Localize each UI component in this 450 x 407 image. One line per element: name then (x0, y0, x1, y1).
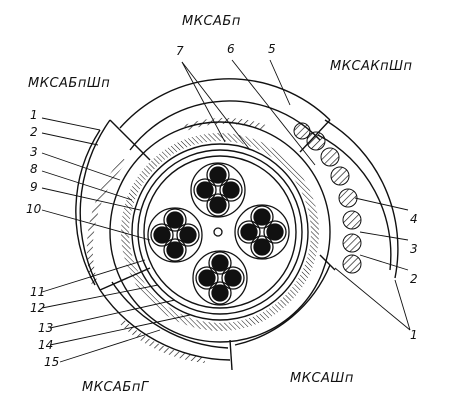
callout-3: 3 (30, 145, 38, 159)
callout-5: 5 (268, 42, 276, 56)
screen-ring (121, 133, 319, 331)
callout-7: 7 (176, 44, 184, 58)
callout-15: 15 (44, 355, 60, 369)
callout-11: 11 (30, 285, 46, 299)
inner-ring (137, 149, 303, 315)
callout-12: 12 (30, 301, 46, 315)
outer-arc-bottom-left (99, 281, 231, 361)
callout-2: 2 (30, 125, 38, 139)
quad-group (147, 162, 290, 306)
label-mksabp: МКСАБп (182, 14, 241, 29)
outer-arc-top (119, 78, 331, 151)
leader-lines (41, 59, 411, 363)
callout-14: 14 (38, 338, 54, 352)
callout-3-right: 3 (410, 242, 418, 256)
label-mksakpshp: МКСАКпШп (330, 59, 413, 74)
core-ring (143, 155, 297, 309)
callout-2-right: 2 (410, 272, 418, 286)
outer-sheath-ring (109, 121, 331, 343)
label-mksabpshp: МКСАБпШп (28, 76, 111, 91)
callout-1: 1 (30, 108, 38, 122)
callout-6: 6 (227, 42, 235, 56)
label-mksabpg: МКСАБпГ (82, 380, 149, 395)
callout-13: 13 (38, 321, 54, 335)
quad-bottom (192, 250, 248, 306)
outer-arc-right (317, 119, 399, 279)
callout-10: 10 (26, 202, 42, 216)
quad-left (147, 207, 203, 263)
wire-armor (293, 122, 362, 274)
callout-8: 8 (30, 162, 38, 176)
callout-9: 9 (30, 180, 38, 194)
quad-top (190, 162, 246, 218)
label-mksashp: МКСАШп (290, 371, 354, 386)
callout-4-right: 4 (410, 212, 418, 226)
armor-strip-left (86, 157, 128, 286)
armor-strip-bottom (117, 317, 206, 363)
inner-ring-outer (131, 143, 309, 321)
outer-arc-bottom-right (234, 264, 331, 346)
quad-right (234, 204, 290, 260)
callout-1-right: 1 (410, 328, 418, 342)
